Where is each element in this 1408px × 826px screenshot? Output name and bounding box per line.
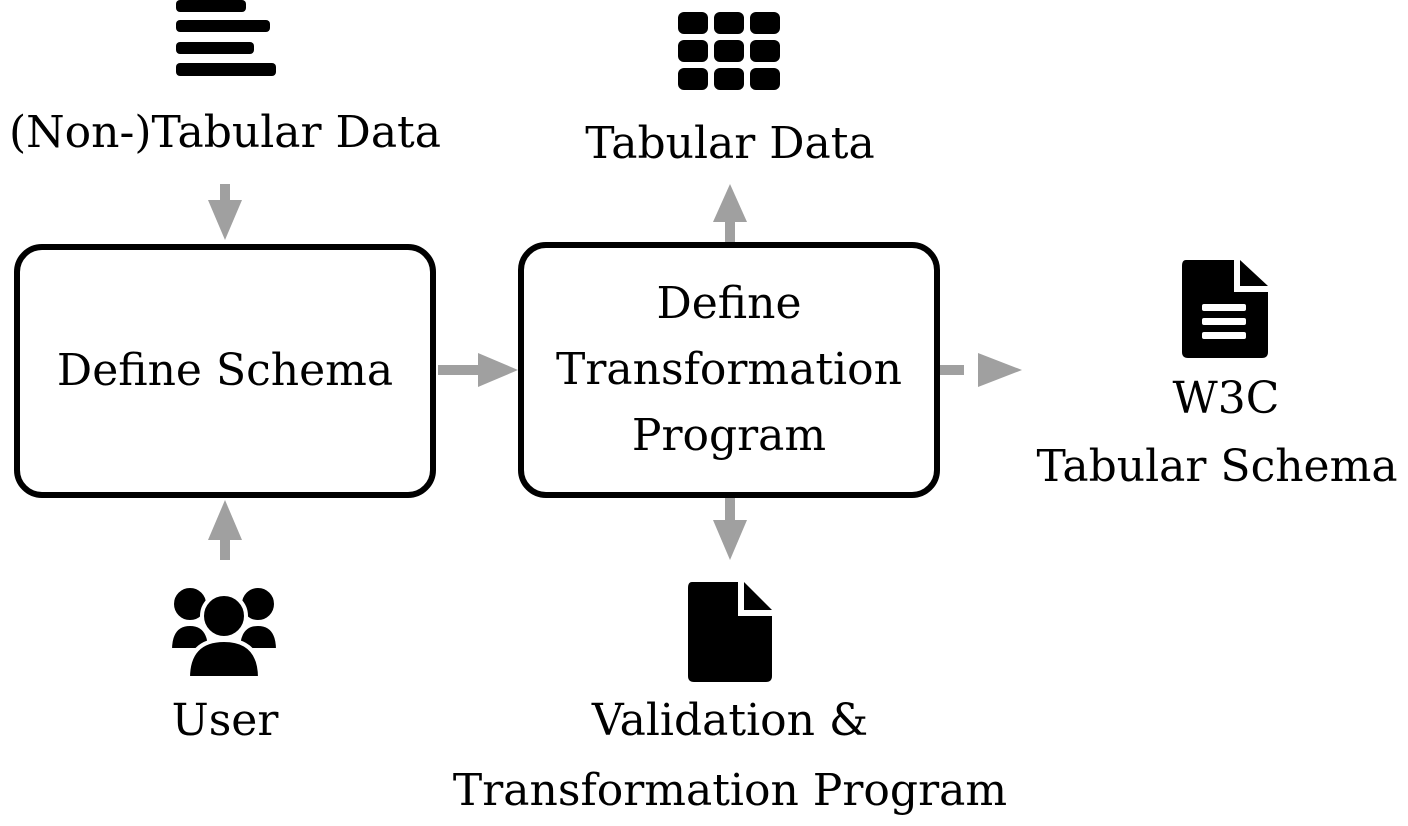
- arrow-transformation-to-tabular-head: [713, 184, 747, 222]
- arrow-schema-to-transformation-head: [478, 353, 518, 387]
- user-label: User: [171, 695, 279, 746]
- text-lines-icon: [172, 0, 278, 80]
- arrow-user-to-schema-shaft: [220, 530, 230, 560]
- arrow-input-to-schema-head: [208, 200, 242, 240]
- define-transformation-line-3: Program: [631, 410, 827, 461]
- arrow-transformation-to-w3c-shaft: [940, 365, 964, 375]
- w3c-schema-line-1: W3C: [1172, 373, 1280, 424]
- arrow-transformation-to-program-head: [713, 520, 747, 560]
- w3c-schema-line-2: Tabular Schema: [1036, 441, 1398, 492]
- define-schema-label: Define Schema: [56, 345, 394, 396]
- define-transformation-line-1: Define: [656, 278, 802, 329]
- validation-program-line-1: Validation &: [591, 695, 869, 746]
- file-text-icon: [1180, 258, 1270, 360]
- define-schema-box: Define Schema: [14, 244, 436, 498]
- input-data-label: (Non-)Tabular Data: [9, 107, 441, 158]
- define-transformation-box: Define Transformation Program: [518, 242, 940, 498]
- arrow-transformation-to-tabular-shaft: [725, 210, 735, 242]
- arrow-transformation-to-program-shaft: [725, 498, 735, 532]
- file-icon: [686, 580, 774, 684]
- arrow-transformation-to-w3c-head: [978, 353, 1022, 387]
- define-transformation-line-2: Transformation: [556, 344, 902, 395]
- validation-program-line-2: Transformation Program: [452, 765, 1008, 816]
- users-group-icon: [167, 578, 281, 680]
- arrow-schema-to-transformation-shaft: [438, 365, 498, 375]
- arrow-user-to-schema-head: [208, 500, 242, 540]
- tabular-data-label: Tabular Data: [585, 118, 875, 169]
- grid-table-icon: [676, 10, 782, 94]
- arrow-input-to-schema-shaft: [220, 184, 230, 210]
